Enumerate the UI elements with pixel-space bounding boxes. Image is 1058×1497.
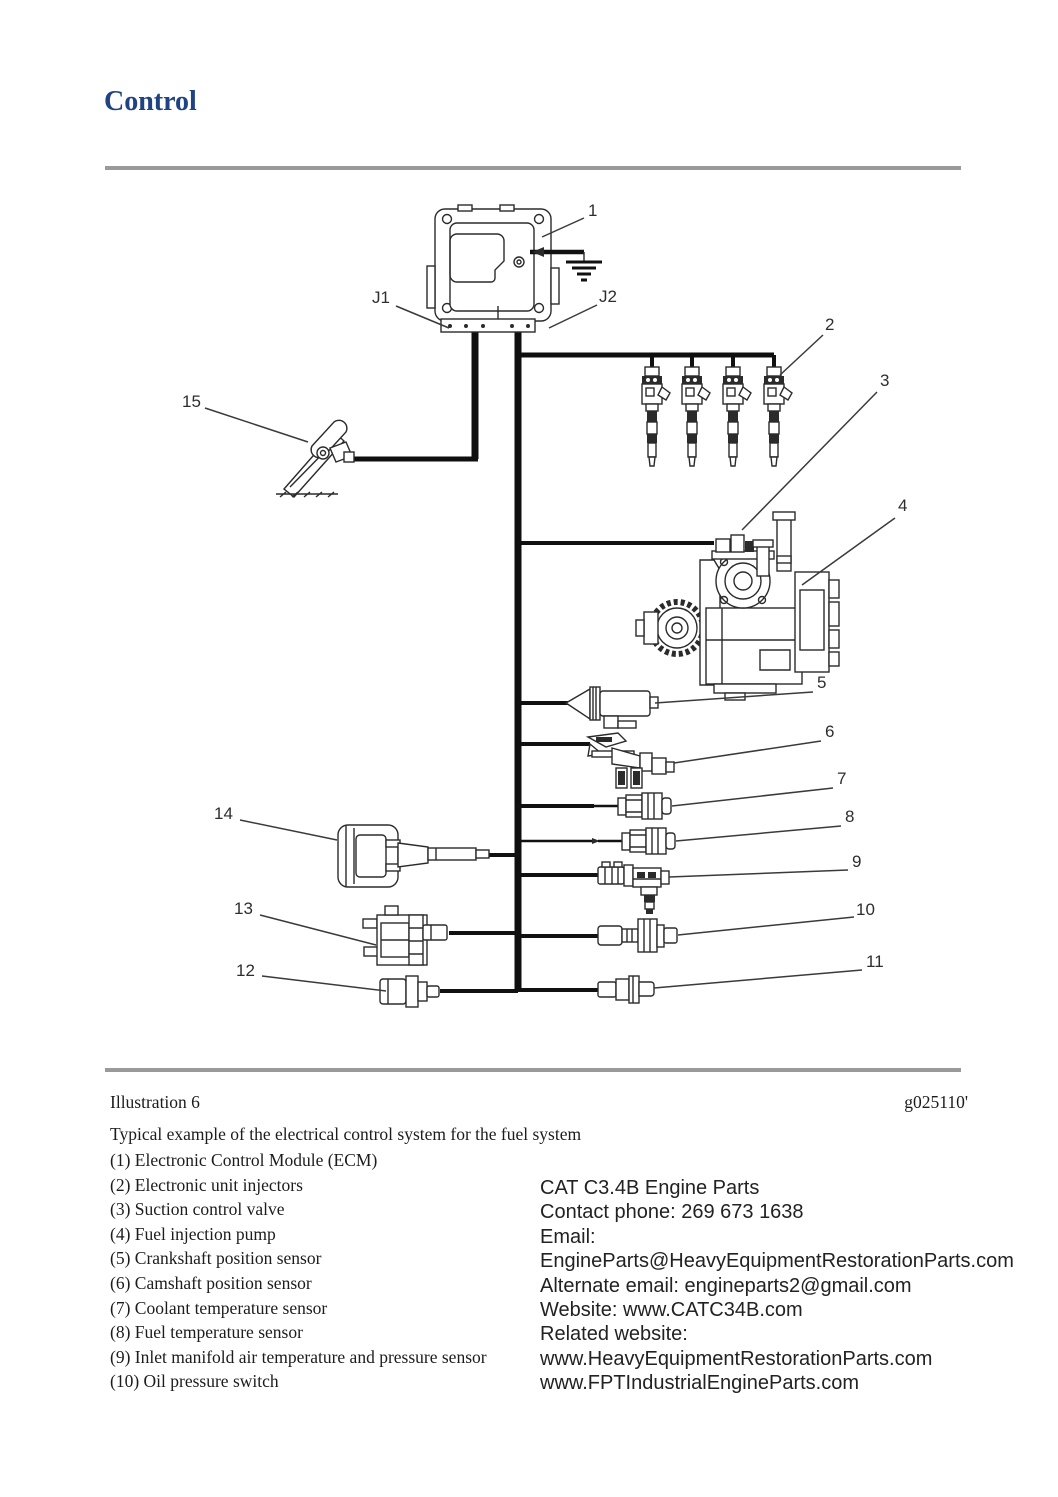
sensor-11-drawing <box>597 975 655 1004</box>
contact-line: EngineParts@HeavyEquipmentRestorationPar… <box>540 1250 1014 1273</box>
callout-j1: J1 <box>372 288 390 307</box>
legend-item: (9) Inlet manifold air temperature and p… <box>110 1346 487 1367</box>
callout-j2: J2 <box>599 287 617 306</box>
contact-line: CAT C3.4B Engine Parts <box>540 1177 760 1199</box>
callout-15: 15 <box>182 392 201 411</box>
sensor-13-drawing <box>362 905 448 966</box>
fuel-temperature-sensor-drawing <box>598 827 676 855</box>
legend-item: (2) Electronic unit injectors <box>110 1174 303 1195</box>
fuel-pump-drawing <box>635 511 840 701</box>
callout-9: 9 <box>852 852 861 871</box>
divider-bottom <box>105 1068 961 1072</box>
sensor-14-drawing <box>337 824 490 888</box>
inlet-air-temp-pressure-sensor-drawing <box>597 861 670 914</box>
legend-item: (10) Oil pressure switch <box>110 1371 279 1392</box>
legend-item: (8) Fuel temperature sensor <box>110 1322 303 1343</box>
legend-item: (3) Suction control valve <box>110 1199 285 1220</box>
callout-1: 1 <box>588 201 597 220</box>
legend-item: (6) Camshaft position sensor <box>110 1272 312 1293</box>
illustration-row: Illustration 6 g025110' <box>110 1092 968 1113</box>
callout-7: 7 <box>837 769 846 788</box>
coolant-temperature-sensor-drawing <box>594 792 672 820</box>
contact-line: Alternate email: engineparts2@gmail.com <box>540 1274 912 1297</box>
contact-line: www.HeavyEquipmentRestorationParts.com <box>540 1347 933 1370</box>
crankshaft-position-sensor-drawing <box>564 686 659 729</box>
legend-item: (4) Fuel injection pump <box>110 1223 276 1244</box>
callout-12: 12 <box>236 961 255 980</box>
callout-5: 5 <box>817 673 826 692</box>
callout-4: 4 <box>898 496 907 515</box>
callout-8: 8 <box>845 807 854 826</box>
page-title: Control <box>104 86 197 117</box>
callout-2: 2 <box>825 315 834 334</box>
suction-control-valve-drawing <box>711 534 775 560</box>
injector <box>641 366 671 467</box>
fuel-system-diagram: 1 J1 J2 2 3 4 5 6 7 8 9 10 11 12 13 14 1… <box>182 201 907 1008</box>
legend-item: (7) Coolant temperature sensor <box>110 1297 328 1318</box>
callout-11: 11 <box>866 952 884 971</box>
callout-labels: 1 J1 J2 2 3 4 5 6 7 8 9 10 11 12 13 14 1… <box>182 201 907 980</box>
contact-line: Website: www.CATC34B.com <box>540 1299 803 1322</box>
ecm-drawing <box>426 204 560 333</box>
contact-line: Email: <box>540 1225 596 1248</box>
legend-item: (1) Electronic Control Module (ECM) <box>110 1150 378 1170</box>
callout-leaders <box>204 217 896 992</box>
injector <box>681 366 711 467</box>
contact-line: Contact phone: 269 673 1638 <box>540 1201 804 1224</box>
injector-bank <box>641 366 793 467</box>
camshaft-position-sensor-drawing <box>585 732 675 789</box>
oil-pressure-switch-drawing <box>597 918 678 953</box>
callout-3: 3 <box>880 371 889 390</box>
ground-symbol <box>530 247 602 282</box>
legend-list: (1) Electronic Control Module (ECM) (2) … <box>110 1148 487 1394</box>
sensor-12-drawing <box>379 975 440 1008</box>
contact-line: Related website: <box>540 1323 688 1346</box>
callout-13: 13 <box>234 899 253 918</box>
injector <box>763 366 793 467</box>
seller-contact-block: CAT C3.4B Engine Parts Contact phone: 26… <box>540 1176 1014 1396</box>
callout-14: 14 <box>214 804 233 823</box>
divider-top <box>105 166 961 170</box>
callout-6: 6 <box>825 722 834 741</box>
illustration-label: Illustration 6 <box>110 1092 200 1112</box>
legend-item: (5) Crankshaft position sensor <box>110 1248 322 1269</box>
injector <box>722 366 752 467</box>
contact-line: www.FPTIndustrialEngineParts.com <box>540 1372 860 1395</box>
accelerator-pedal-drawing <box>276 419 355 498</box>
wiring-harness <box>351 329 776 993</box>
illustration-caption: Typical example of the electrical contro… <box>110 1124 582 1144</box>
callout-10: 10 <box>856 900 875 919</box>
illustration-code: g025110' <box>904 1092 968 1112</box>
